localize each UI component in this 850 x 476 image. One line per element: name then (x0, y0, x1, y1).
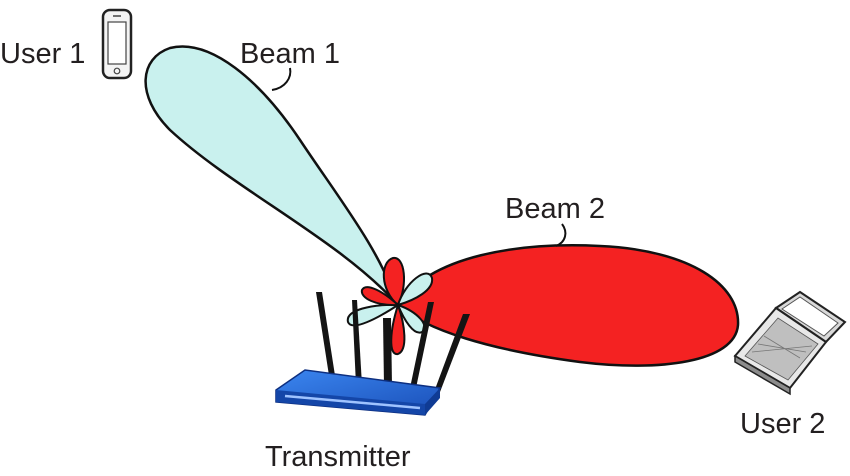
side-lobes (346, 257, 434, 355)
beam-1-leader (271, 67, 292, 91)
laptop-icon (733, 290, 847, 396)
user-1-label: User 1 (0, 38, 85, 70)
beam-2-leader (555, 223, 567, 247)
wifi-router-icon (275, 369, 442, 416)
beam-2-label: Beam 2 (505, 193, 605, 225)
router-antennas (316, 292, 470, 392)
transmitter-label: Transmitter (265, 441, 411, 473)
beam-1-lobe (144, 45, 400, 306)
user-2-label: User 2 (740, 408, 825, 440)
smartphone-icon (101, 8, 133, 80)
beam-1-label: Beam 1 (240, 38, 340, 70)
beam-2-lobe (396, 244, 740, 367)
